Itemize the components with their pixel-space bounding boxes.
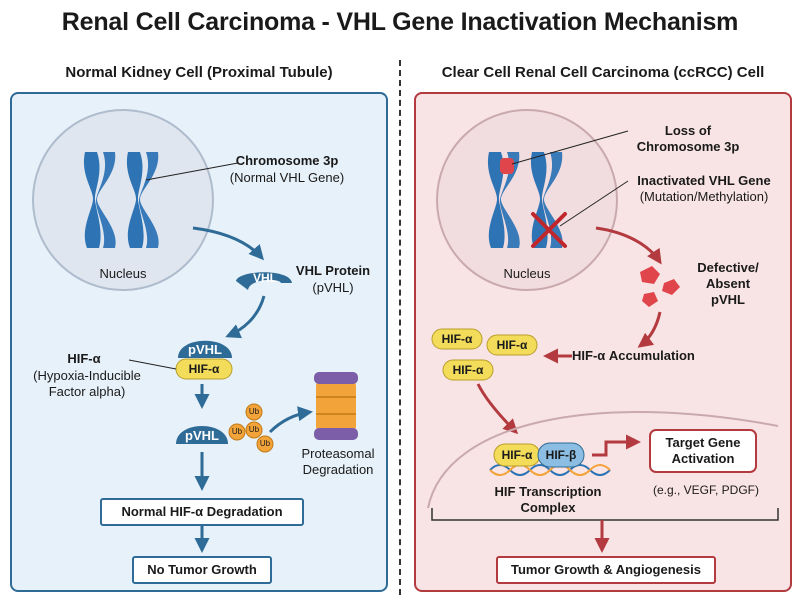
vhl-shape-label: VHL [253, 271, 277, 285]
chromosome-3p-leader [145, 162, 239, 181]
right-nucleus-shape [436, 109, 618, 291]
ub-2 [245, 403, 263, 421]
hif-alpha-sub-2: Factor alpha) [48, 384, 126, 399]
ub-label-4: Ub [259, 439, 271, 448]
inner-nucleus-arc [427, 410, 779, 509]
defective-label-1: Defective/ [697, 260, 759, 275]
chromosome-3p-loss-region [500, 158, 514, 174]
hif-a-pill-1 [431, 328, 483, 350]
ub-label-2: Ub [248, 407, 260, 416]
ub-4 [256, 435, 274, 453]
hif-a-text-1: HIF-α [441, 332, 473, 346]
accumulation-label: HIF-α Accumulation [572, 348, 695, 363]
right-panel-heading: Clear Cell Renal Cell Carcinoma (ccRCC) … [441, 64, 765, 81]
dna-helix [489, 464, 611, 476]
proteasome-label-2: Degradation [302, 462, 374, 477]
hif-leader [128, 359, 177, 370]
arrow-chromosome-to-vhl [192, 226, 264, 261]
target-label-1: Target Gene [665, 435, 741, 450]
target-sub-label: (e.g., VEGF, PDGF) [652, 483, 760, 497]
page-title: Renal Cell Carcinoma - VHL Gene Inactiva… [61, 8, 739, 36]
hif-beta-text: HIF-β [545, 448, 577, 462]
chromosome-3p-label: Chromosome 3p [235, 153, 339, 168]
pvhl-ub-label: pVHL [185, 428, 219, 443]
hif-a-text-3: HIF-α [452, 363, 484, 377]
arrow-vhl-to-complex [225, 295, 266, 339]
defective-label-3: pVHL [711, 292, 745, 307]
arrow-to-proteasome [268, 406, 313, 434]
pvhl-ub-shape [176, 426, 228, 444]
inactivated-leader [559, 180, 629, 227]
vhl-protein-label: VHL Protein [295, 263, 371, 278]
inactivated-label-2: (Mutation/Methylation) [639, 189, 769, 204]
arrow-to-defective [595, 226, 662, 265]
proteasome-label-1: Proteasomal [301, 446, 375, 461]
hif-alpha-text: HIF-α [501, 448, 533, 462]
normal-degradation-box: Normal HIF-α Degradation [100, 498, 304, 526]
left-panel-heading: Normal Kidney Cell (Proximal Tubule) [65, 64, 333, 81]
hif-beta-dimer [537, 442, 585, 468]
arrow-to-complex [476, 383, 519, 435]
vhl-inactivation-x [531, 212, 567, 248]
vhl-protein-shape [236, 272, 292, 290]
ub-3 [245, 421, 263, 439]
panel-divider [399, 60, 401, 595]
no-tumor-growth-box: No Tumor Growth [132, 556, 272, 584]
result-bracket [431, 508, 779, 521]
right-nucleus-label: Nucleus [503, 266, 551, 281]
target-gene-box [649, 429, 757, 473]
pvhl-complex-shape [178, 340, 232, 358]
hif-alpha-label: HIF-α [67, 351, 101, 366]
hif-a-text-2: HIF-α [496, 338, 528, 352]
hif-alpha-sub-1: (Hypoxia-Inducible [33, 368, 141, 383]
loss-leader [511, 130, 629, 165]
pvhl-complex-label: pVHL [188, 342, 222, 357]
vhl-protein-sub: (pVHL) [312, 280, 354, 295]
arrow-to-target [592, 434, 641, 457]
target-label-2: Activation [671, 451, 735, 466]
proteasome-shape [314, 372, 358, 440]
ub-label-1: Ub [231, 427, 243, 436]
inactivated-label-1: Inactivated VHL Gene [637, 173, 771, 188]
left-chromosome-1 [83, 152, 116, 248]
tumor-growth-box: Tumor Growth & Angiogenesis [496, 556, 716, 584]
complex-label-2: Complex [520, 500, 576, 515]
ub-1 [228, 423, 246, 441]
defective-label-2: Absent [705, 276, 751, 291]
arrow-to-accumulation [637, 311, 662, 348]
hif-complex-label: HIF-α [188, 362, 220, 376]
hif-a-pill-2 [486, 334, 538, 356]
chromosome-3p-sub: (Normal VHL Gene) [229, 170, 345, 185]
hif-a-pill-3 [442, 359, 494, 381]
loss-label-2: Chromosome 3p [636, 139, 740, 154]
ub-label-3: Ub [248, 425, 260, 434]
defective-pvhl-fragments [640, 266, 680, 307]
loss-label-1: Loss of [664, 123, 712, 138]
left-nucleus-shape [32, 109, 214, 291]
complex-label-1: HIF Transcription [494, 484, 602, 499]
left-nucleus-label: Nucleus [99, 266, 147, 281]
right-chromosome-1 [487, 152, 520, 248]
left-chromosome-2 [126, 152, 159, 248]
